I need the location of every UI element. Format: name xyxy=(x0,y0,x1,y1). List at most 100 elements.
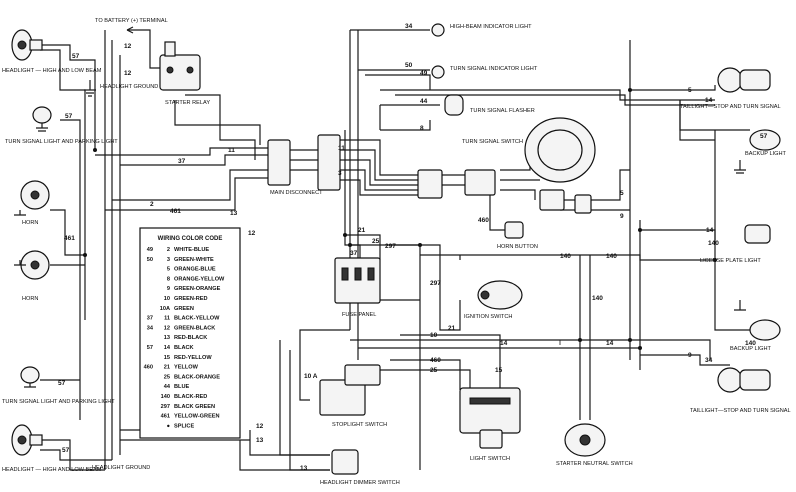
legend-code: 34 xyxy=(147,325,154,331)
legend-color-name: RED-BLACK xyxy=(174,335,207,341)
label-high-beam-indicator: HIGH-BEAM INDICATOR LIGHT xyxy=(450,24,532,30)
label-headlight-ground-top: HEADLIGHT GROUND xyxy=(100,84,158,90)
legend-wire-number: 8 xyxy=(167,276,170,282)
wire-number: 11 xyxy=(228,147,235,154)
legend-color-name: BLACK-RED xyxy=(174,394,207,400)
label-backup-light-top: BACKUP LIGHT xyxy=(745,151,787,157)
ground-icon-top xyxy=(84,80,96,97)
label-horn-button: HORN BUTTON xyxy=(497,244,538,250)
legend-color-name: GREEN-WHITE xyxy=(174,257,214,263)
legend-color-name: BLUE xyxy=(174,384,189,390)
turn-signal-switch xyxy=(417,117,596,214)
legend-wire-number: 14 xyxy=(164,345,171,351)
wire-number: 3 xyxy=(338,170,342,177)
backup-light-bottom xyxy=(734,300,781,341)
legend-wire-number: 140 xyxy=(161,394,170,400)
wire-number: 57 xyxy=(58,380,66,387)
legend-color-name: BLACK-YELLOW xyxy=(174,316,220,322)
legend-wire-number: 461 xyxy=(161,414,170,420)
legend-color-name: YELLOW-GREEN xyxy=(174,414,220,420)
legend-wire-number: 10 xyxy=(164,296,170,302)
wire-number: 140 xyxy=(708,240,719,247)
turn-parking-light-top xyxy=(32,106,52,132)
legend-code: 37 xyxy=(147,316,153,322)
legend-color-name: WHITE-BLUE xyxy=(174,247,209,253)
wire-number: 460 xyxy=(430,357,441,364)
wire-number: 9 xyxy=(620,213,624,220)
wire-number: 57 xyxy=(62,447,70,454)
wire-number: 13 xyxy=(300,465,308,472)
legend-wire-number: 11 xyxy=(164,316,170,322)
wire-number: 12 xyxy=(124,70,132,77)
wire-number: 21 xyxy=(358,227,366,234)
stoplight-switch xyxy=(319,364,381,416)
label-stoplight-switch: STOPLIGHT SWITCH xyxy=(332,422,387,428)
main-disconnect xyxy=(267,134,341,191)
legend-color-name: BLACK-ORANGE xyxy=(174,374,220,380)
wire-number: 5 xyxy=(620,190,624,197)
wire-number: 37 xyxy=(350,250,358,257)
wire-harness xyxy=(40,26,750,471)
wire-number: 10 A xyxy=(304,373,318,380)
wire-number: 57 xyxy=(65,113,73,120)
legend-title: WIRING COLOR CODE xyxy=(158,236,223,242)
headlight-top xyxy=(11,29,43,61)
label-fuse-panel: FUSE PANEL xyxy=(342,312,376,318)
legend-color-name: YELLOW xyxy=(174,365,199,371)
label-starter-neutral-switch: STARTER NEUTRAL SWITCH xyxy=(556,461,633,467)
label-ignition-switch: IGNITION SWITCH xyxy=(464,314,512,320)
label-backup-light-bottom: BACKUP LIGHT xyxy=(730,346,772,352)
turn-signal-flasher xyxy=(444,94,464,116)
wire-number: 14 xyxy=(706,227,714,234)
wire-number: 13 xyxy=(230,210,238,217)
headlight-bottom xyxy=(11,424,43,456)
license-plate-light xyxy=(744,224,771,244)
wire-number: 140 xyxy=(745,340,756,347)
ignition-switch xyxy=(477,280,523,310)
label-light-switch: LIGHT SWITCH xyxy=(470,456,510,462)
wire-number: 2 xyxy=(150,201,154,208)
label-turn-signal-indicator: TURN SIGNAL INDICATOR LIGHT xyxy=(450,66,538,72)
fuse-panel xyxy=(334,257,381,304)
legend-code: 49 xyxy=(147,247,153,253)
label-turn-parking-top: TURN SIGNAL LIGHT AND PARKING LIGHT xyxy=(5,139,118,145)
legend-color-name: BLACK xyxy=(174,345,194,351)
label-turn-parking-bottom: TURN SIGNAL LIGHT AND PARKING LIGHT xyxy=(2,399,115,405)
legend-code: 460 xyxy=(144,365,153,371)
horn-top xyxy=(14,180,50,216)
wire-number: 12 xyxy=(124,43,132,50)
legend-code: 57 xyxy=(147,345,153,351)
label-taillight-top: TAILLIGHT—STOP AND TURN SIGNAL xyxy=(680,104,781,110)
turn-parking-light-bottom xyxy=(20,366,40,388)
label-headlight-high-low-top: HEADLIGHT — HIGH AND LOW BEAM xyxy=(2,68,102,74)
splice-markers xyxy=(83,88,717,350)
legend-color-name: GREEN-BLACK xyxy=(174,325,215,331)
wire-number: 11 xyxy=(338,145,345,152)
wire-number: 34 xyxy=(405,23,413,30)
wire-number: 34 xyxy=(705,357,713,364)
label-main-disconnect: MAIN DISCONNECT xyxy=(270,190,323,196)
legend-wire-number: 297 xyxy=(161,404,170,410)
wire-number: 57 xyxy=(760,133,768,140)
headlight-dimmer-switch xyxy=(331,449,359,475)
legend-wire-number: 2 xyxy=(167,247,170,253)
component-labels: TO BATTERY (+) TERMINAL HEADLIGHT — HIGH… xyxy=(2,18,791,486)
wire-number: 10 xyxy=(430,332,438,339)
legend-color-name: GREEN-ORANGE xyxy=(174,286,221,292)
wire-number: 14 xyxy=(705,97,713,104)
wire-number: 460 xyxy=(478,217,489,224)
legend-wire-number: 10A xyxy=(160,306,170,312)
label-turn-signal-switch: TURN SIGNAL SWITCH xyxy=(462,139,523,145)
wire-number: 140 xyxy=(606,253,617,260)
wire-number: 14 xyxy=(500,340,508,347)
legend-wire-number: 15 xyxy=(164,355,170,361)
label-horn-bottom: HORN xyxy=(22,296,38,302)
label-starter-relay: STARTER RELAY xyxy=(165,100,210,106)
wire-number: 140 xyxy=(560,253,571,260)
wire-number: 50 xyxy=(405,62,413,69)
legend-wire-number: 44 xyxy=(164,384,171,390)
label-turn-signal-flasher: TURN SIGNAL FLASHER xyxy=(470,108,535,114)
legend-wire-number: 13 xyxy=(164,335,170,341)
